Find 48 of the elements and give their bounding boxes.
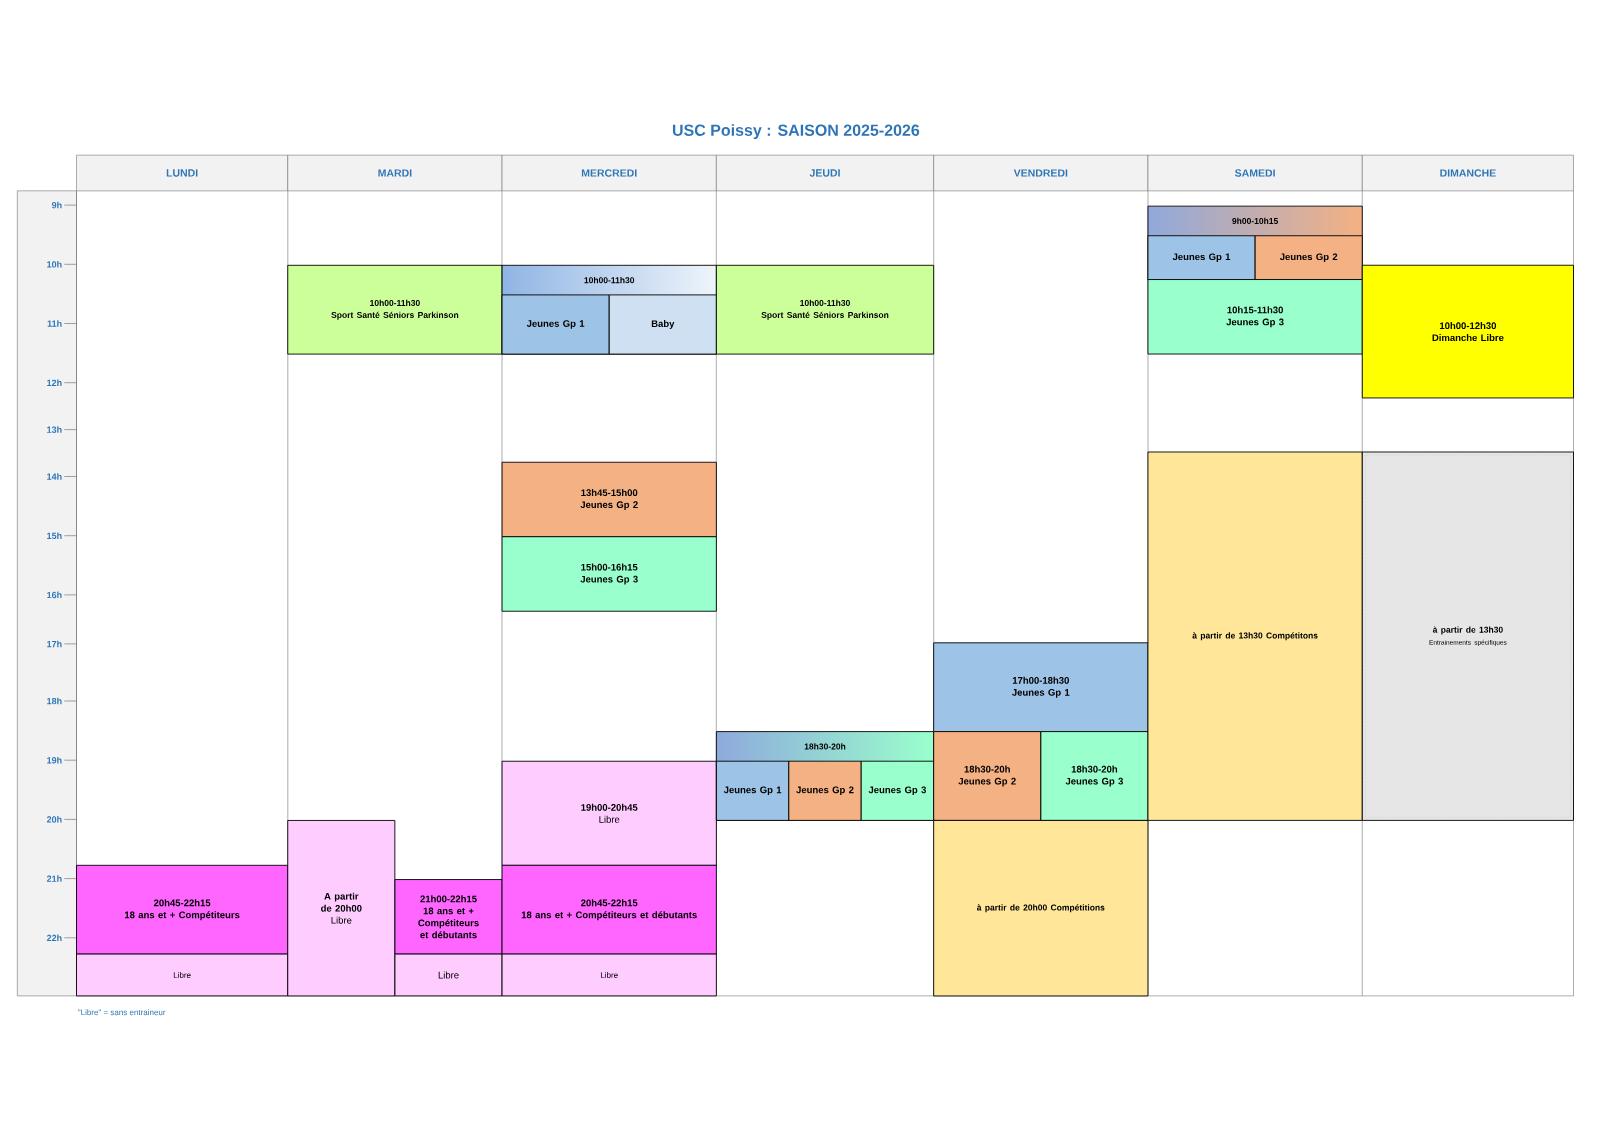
session-block: Libre: [394, 953, 503, 997]
day-header: LUNDI: [76, 154, 288, 192]
session-block: 18h30-20h Jeunes Gp 3: [1040, 731, 1149, 821]
hour-label: 17h: [47, 640, 77, 648]
session-block: Libre: [76, 953, 289, 997]
hour-label: 21h: [46, 875, 77, 882]
hour-label: 15h: [47, 532, 77, 539]
session-block: 10h00-12h30 Dimanche Libre: [1361, 264, 1574, 399]
session-block: 13h45-15h00 Jeunes Gp 2: [501, 461, 717, 538]
hour-label: 11h: [47, 320, 77, 327]
hour-label: 16h: [47, 591, 77, 599]
day-header: MERCREDI: [501, 154, 717, 192]
session-block: 15h00-16h15 Jeunes Gp 3: [501, 536, 717, 612]
hour-label: 20h: [46, 816, 77, 823]
footnote: "Libre" = sans entraineur: [78, 1009, 166, 1016]
hour-label: 14h: [47, 473, 77, 480]
session-block: Jeunes Gp 1: [715, 760, 790, 821]
hour-label: 22h: [46, 934, 77, 942]
session-block: 10h15-11h30 Jeunes Gp 3: [1147, 279, 1363, 355]
session-block: Jeunes Gp 1: [1147, 235, 1256, 281]
session-block: à partir de 13h30 Compétitons: [1147, 451, 1363, 821]
session-block: A partir de 20h00 Libre: [287, 820, 396, 997]
session-block: Libre: [501, 953, 717, 997]
day-header: MARDI: [287, 154, 503, 192]
session-block: Baby: [608, 294, 717, 355]
title: USC Poissy : SAISON 2025-2026: [672, 124, 920, 140]
day-header: DIMANCHE: [1362, 154, 1574, 192]
hour-label: 9h: [51, 201, 77, 209]
hour-label: 19h: [47, 756, 77, 764]
session-block: 19h00-20h45 Libre: [501, 760, 717, 866]
day-header: JEUDI: [716, 154, 934, 192]
session-block: Jeunes Gp 2: [1254, 235, 1363, 281]
hour-label: 12h: [47, 379, 77, 386]
hour-label: 13h: [47, 426, 77, 433]
session-block: 10h00-11h30 Sport Santé Séniors Parkinson: [715, 264, 935, 355]
day-header: SAMEDI: [1147, 154, 1363, 192]
session-block: 18h30-20h Jeunes Gp 2: [933, 731, 1042, 821]
session-block: 17h00-18h30 Jeunes Gp 1: [933, 642, 1149, 733]
session-block: Jeunes Gp 2: [788, 760, 862, 821]
session-block: Jeunes Gp 1: [501, 294, 610, 355]
session-block: 21h00-22h15 18 ans et + Compétiteurs et débutants: [394, 879, 503, 955]
hour-label: 10h: [47, 261, 77, 268]
session-block: 20h45-22h15 18 ans et + Compétiteurs: [76, 864, 289, 955]
session-block: à partir de 20h00 Compétitions: [933, 820, 1149, 997]
hour-label: 18h: [47, 697, 77, 705]
session-block: Jeunes Gp 3: [860, 760, 935, 821]
day-header: VENDREDI: [933, 154, 1149, 192]
session-block: 10h00-11h30 Sport Santé Séniors Parkinson: [287, 264, 503, 355]
